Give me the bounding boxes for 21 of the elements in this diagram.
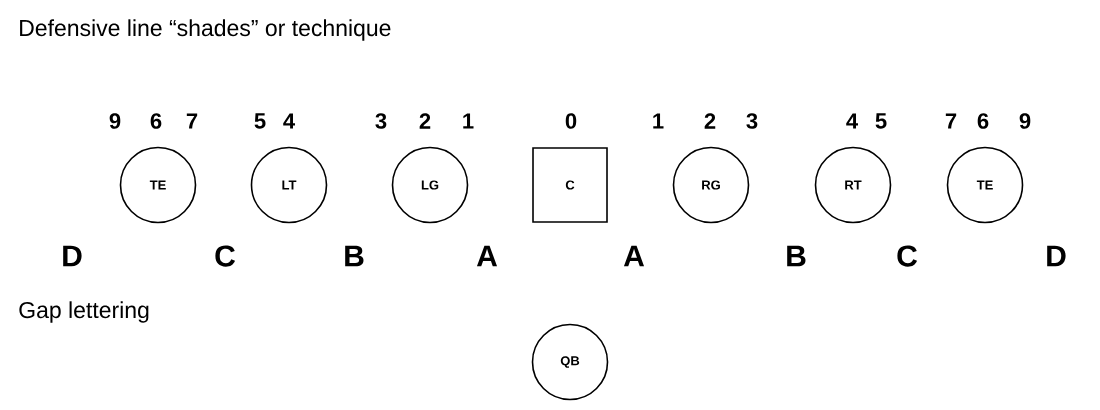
technique-number: 9 xyxy=(109,113,121,129)
technique-number: 5 xyxy=(875,113,887,129)
gap-letter: A xyxy=(623,245,645,267)
technique-number: 1 xyxy=(653,113,664,129)
technique-number: 7 xyxy=(186,113,198,129)
technique-number: 9 xyxy=(1019,113,1031,129)
technique-number: 1 xyxy=(463,113,474,129)
caption-text: Gap lettering xyxy=(19,301,149,323)
gap-letter: B xyxy=(345,245,364,267)
gap-letter: C xyxy=(897,245,917,267)
technique-number: 3 xyxy=(746,113,758,129)
technique-number: 5 xyxy=(254,113,266,129)
technique-number: 7 xyxy=(945,113,957,129)
technique-number: 3 xyxy=(375,113,387,129)
gap-letter: C xyxy=(215,245,235,267)
gap-letter: D xyxy=(63,245,82,267)
heading: Defensive line “shades” or technique xyxy=(20,19,391,41)
gap-letter: A xyxy=(476,245,498,267)
center-square: C xyxy=(532,147,608,223)
gap-letter: D xyxy=(1047,245,1066,267)
gap-letter: B xyxy=(787,245,806,267)
